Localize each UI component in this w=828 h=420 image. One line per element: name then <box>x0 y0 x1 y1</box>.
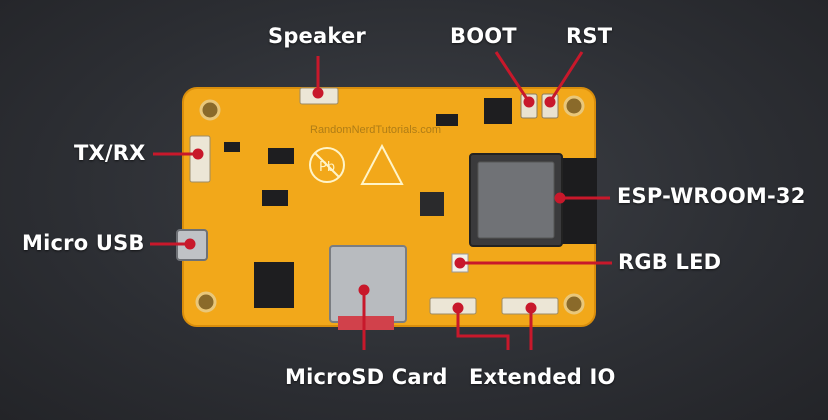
label-rst: RST <box>566 24 613 48</box>
watermark: RandomNerdTutorials.com <box>310 124 442 136</box>
label-extended-io: Extended IO <box>469 365 616 389</box>
esp-shield <box>477 161 555 239</box>
mounting-hole <box>199 99 221 121</box>
label-microsd: MicroSD Card <box>285 365 448 389</box>
label-micro-usb: Micro USB <box>22 231 145 255</box>
lead-free-text: Pb <box>319 160 335 175</box>
microsd-slot <box>329 245 407 323</box>
esd-warning-symbol <box>360 143 404 185</box>
mounting-hole <box>195 291 217 313</box>
label-txrx: TX/RX <box>74 141 146 165</box>
label-esp: ESP-WROOM-32 <box>617 184 806 208</box>
lead-free-symbol <box>309 147 345 183</box>
leader-extio-1 <box>456 308 510 350</box>
leader-boot <box>494 51 531 103</box>
chip <box>262 190 288 206</box>
chip <box>484 98 512 124</box>
microsd-card <box>338 316 394 330</box>
mounting-hole <box>563 293 585 315</box>
chip <box>268 148 294 164</box>
chip <box>254 262 294 308</box>
leader-lines <box>150 51 612 350</box>
chip <box>420 192 444 216</box>
mounting-hole <box>563 95 585 117</box>
lead-free-slash <box>314 152 340 178</box>
label-speaker: Speaker <box>268 24 366 48</box>
leader-rst <box>548 51 584 103</box>
chip <box>224 142 240 152</box>
label-rgb-led: RGB LED <box>618 250 722 274</box>
label-boot: BOOT <box>450 24 517 48</box>
chip <box>436 114 458 126</box>
